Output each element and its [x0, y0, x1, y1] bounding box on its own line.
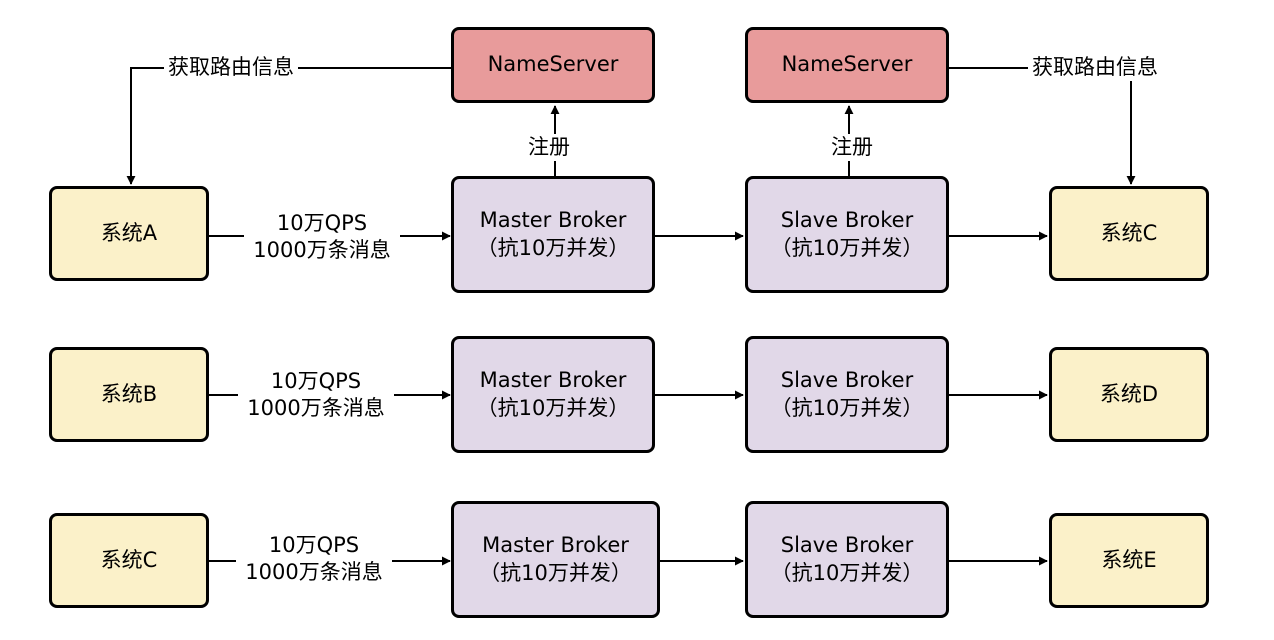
consumer-system-row1: 系统C	[1049, 186, 1209, 281]
master-broker-note-row2: （抗10万并发）	[476, 395, 630, 420]
nameserver-right-label: NameServer	[781, 52, 913, 77]
slave-broker-note-row3: （抗10万并发）	[770, 560, 924, 585]
nameserver-right: NameServer	[745, 27, 949, 103]
nameserver-left: NameServer	[451, 27, 655, 103]
flow-qps-row3: 10万QPS	[268, 533, 360, 557]
route-arrow-right	[948, 67, 1136, 185]
master-broker-row1: Master Broker （抗10万并发）	[451, 176, 655, 293]
flow-count-row3: 1000万条消息	[245, 560, 383, 585]
producer-system-row2: 系统B	[49, 347, 209, 442]
slave-broker-row1: Slave Broker （抗10万并发）	[745, 176, 949, 293]
producer-label-row3: 系统C	[100, 547, 158, 572]
flow-qps-row2: 10万QPS	[270, 369, 362, 393]
slave-broker-row3: Slave Broker （抗10万并发）	[745, 501, 949, 618]
flow-label-row3: 10万QPS 1000万条消息	[236, 532, 392, 587]
nameserver-left-label: NameServer	[487, 52, 619, 77]
master-broker-title-row1: Master Broker	[479, 208, 627, 233]
producer-system-row3: 系统C	[49, 513, 209, 608]
consumer-system-row2: 系统D	[1049, 347, 1209, 442]
flow-label-row2: 10万QPS 1000万条消息	[238, 368, 394, 423]
slave-broker-title-row3: Slave Broker	[780, 533, 914, 558]
master-broker-row2: Master Broker （抗10万并发）	[451, 336, 655, 453]
master-broker-row3: Master Broker （抗10万并发）	[451, 501, 660, 618]
master-broker-title-row2: Master Broker	[479, 368, 627, 393]
consumer-label-row3: 系统E	[1101, 547, 1157, 572]
master-broker-title-row3: Master Broker	[482, 533, 629, 558]
register-label-right: 注册	[828, 134, 876, 162]
producer-label-row1: 系统A	[100, 220, 158, 245]
flow-count-row1: 1000万条消息	[253, 238, 391, 263]
slave-broker-note-row2: （抗10万并发）	[770, 395, 924, 420]
route-label-right: 获取路由信息	[1028, 54, 1162, 82]
producer-label-row2: 系统B	[100, 381, 158, 406]
register-label-left: 注册	[525, 134, 573, 162]
master-broker-note-row3: （抗10万并发）	[479, 560, 632, 585]
route-label-left: 获取路由信息	[164, 54, 298, 82]
consumer-label-row2: 系统D	[1099, 381, 1159, 406]
flow-count-row2: 1000万条消息	[247, 396, 385, 421]
consumer-system-row3: 系统E	[1049, 513, 1209, 608]
slave-broker-title-row1: Slave Broker	[780, 208, 914, 233]
slave-broker-row2: Slave Broker （抗10万并发）	[745, 336, 949, 453]
producer-system-row1: 系统A	[49, 186, 209, 281]
slave-broker-title-row2: Slave Broker	[780, 368, 914, 393]
master-broker-note-row1: （抗10万并发）	[476, 235, 630, 260]
slave-broker-note-row1: （抗10万并发）	[770, 235, 924, 260]
consumer-label-row1: 系统C	[1100, 220, 1158, 245]
route-arrow-left	[126, 67, 452, 185]
flow-qps-row1: 10万QPS	[276, 211, 368, 235]
flow-label-row1: 10万QPS 1000万条消息	[244, 210, 400, 265]
